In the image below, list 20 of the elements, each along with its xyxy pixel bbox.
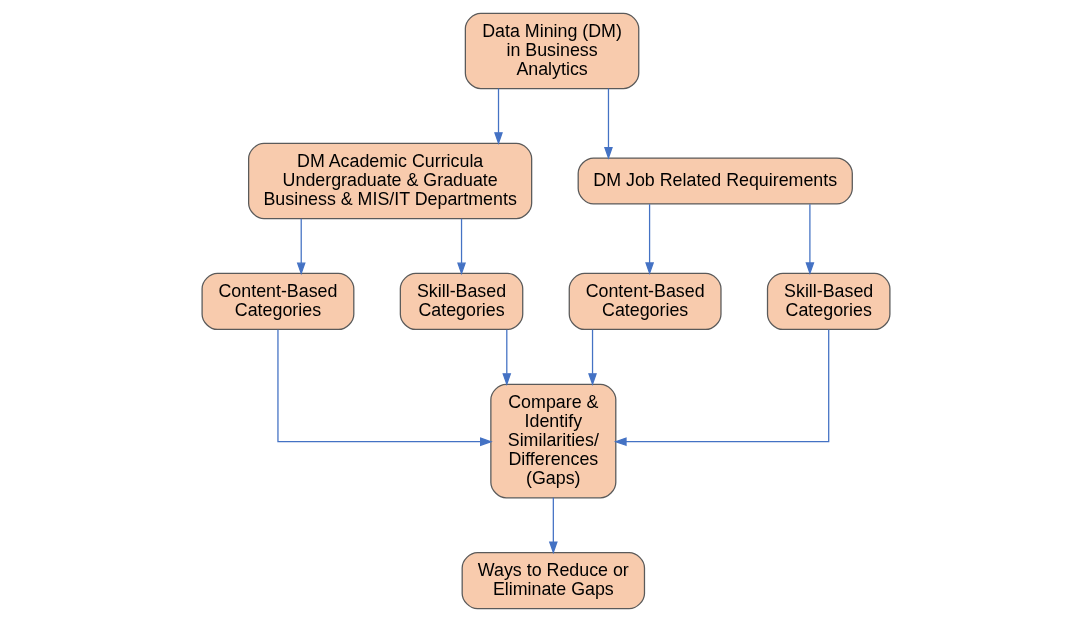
arrow — [501, 329, 511, 386]
arrow — [548, 497, 558, 555]
node-box: DM Job Related Requirements — [577, 157, 853, 205]
arrow — [804, 203, 814, 276]
node-box: Ways to Reduce or Eliminate Gaps — [461, 551, 645, 610]
arrow — [493, 87, 503, 145]
node-box: Data Mining (DM) in Business Analytics — [464, 12, 639, 90]
arrow — [644, 203, 654, 276]
node-box: Content-Based Categories — [568, 272, 722, 331]
arrow — [613, 329, 829, 447]
node-box: Skill-Based Categories — [399, 272, 523, 331]
arrow — [456, 218, 466, 276]
node-box: Content-Based Categories — [200, 272, 354, 331]
arrow — [296, 218, 306, 276]
node-box: Compare & Identify Similarities/ Differences (Gaps) — [489, 383, 616, 499]
arrow — [603, 87, 613, 160]
node-box: Skill-Based Categories — [766, 272, 891, 331]
arrow — [276, 329, 493, 447]
arrow — [587, 329, 597, 386]
node-box: DM Academic Curricula Undergraduate & Graduate Business & MIS/IT Departments — [247, 142, 532, 220]
